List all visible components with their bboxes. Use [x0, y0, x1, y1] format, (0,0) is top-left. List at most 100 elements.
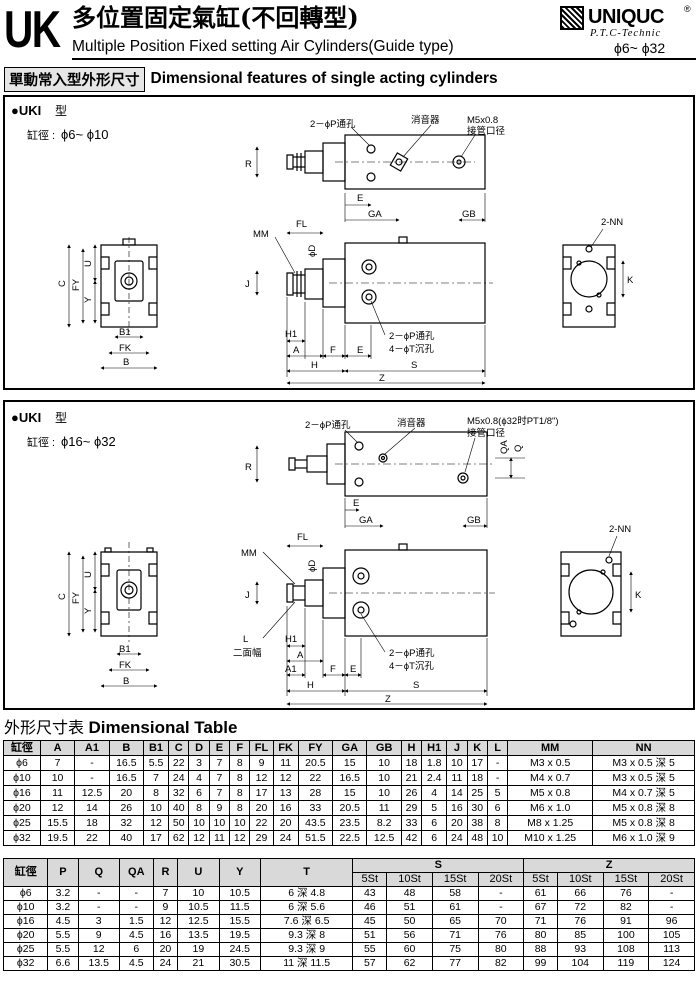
- table-cell: 11: [446, 770, 468, 786]
- table-cell: 7: [39, 755, 76, 771]
- dim-fl-label: FL: [297, 532, 308, 543]
- port-hole-label-2: 2－ϕP通孔: [389, 648, 435, 659]
- nn-label: 2-NN: [609, 524, 631, 535]
- table2-header-cell: QA: [118, 858, 154, 887]
- table2-header-cell: R: [152, 858, 179, 887]
- title-english: Multiple Position Fixed setting Air Cyli…: [72, 38, 454, 55]
- table-cell: 29: [249, 830, 274, 846]
- port-hole-label-2: 2－ϕP通孔: [389, 331, 435, 342]
- table-cell: 7: [142, 770, 170, 786]
- table-cell: 105: [648, 928, 695, 943]
- table2-header-cell: T: [259, 858, 354, 887]
- dim-z-label: Z: [379, 373, 385, 384]
- table-cell: 51.5: [297, 830, 334, 846]
- dim-fy-label: FY: [71, 278, 82, 291]
- front-view-dims: [67, 244, 158, 370]
- dim-c-label: C: [57, 593, 68, 600]
- dim-ga-label: GA: [368, 209, 382, 220]
- table-cell: 10: [229, 815, 251, 831]
- table-cell: 16: [152, 928, 179, 943]
- table-cell: 21: [177, 956, 220, 971]
- table2-subheader-cell: 10St: [556, 872, 604, 887]
- table-cell: 10: [142, 800, 170, 816]
- table2-header-cell: Z: [523, 858, 695, 873]
- table-cell: 91: [602, 914, 650, 929]
- bore-range: ϕ6~ ϕ10: [61, 127, 108, 142]
- side-view: [286, 543, 495, 637]
- table2-header-cell: S: [352, 858, 525, 873]
- table-cell: 119: [602, 956, 650, 971]
- side-view-dims: [255, 544, 488, 706]
- table-cell: 62: [168, 830, 190, 846]
- table-cell: 13.5: [77, 956, 120, 971]
- dim-a-label: A: [293, 345, 300, 356]
- dim-gb-label: GB: [462, 209, 476, 220]
- table-cell: -: [477, 886, 525, 901]
- table1-header-cell: GA: [332, 740, 368, 756]
- bore-label: 缸徑 :: [27, 435, 55, 449]
- table-cell: 10: [366, 770, 402, 786]
- table1-header-cell: GB: [366, 740, 402, 756]
- table-cell: 82: [477, 956, 525, 971]
- table1-header-cell: FL: [249, 740, 274, 756]
- registered-mark: ®: [684, 4, 691, 14]
- counterbore-label: 4－ϕT沉孔: [389, 661, 434, 672]
- top-view-dims: [255, 124, 486, 222]
- dim-e-label: E: [353, 498, 359, 509]
- table-cell: 3: [188, 755, 210, 771]
- table-cell: 43.5: [297, 815, 334, 831]
- table-cell: 29: [400, 800, 423, 816]
- dim-s-label: S: [413, 680, 419, 691]
- table-cell: ϕ10: [3, 770, 41, 786]
- table-cell: 11: [366, 800, 402, 816]
- table-cell: 12: [39, 800, 76, 816]
- table-cell: M3 x 0.5 深 5: [592, 770, 695, 786]
- header-rule: [72, 58, 696, 60]
- table-cell: M4 x 0.7: [507, 770, 594, 786]
- table-cell: 6.6: [47, 956, 79, 971]
- table1-header-cell: B1: [142, 740, 170, 756]
- table-cell: 8: [229, 800, 251, 816]
- table-cell: 9.3 深 8: [259, 928, 354, 943]
- table-cell: 50: [168, 815, 190, 831]
- table-cell: 67: [523, 900, 558, 915]
- table-cell: 5.5: [142, 755, 170, 771]
- table-cell: 96: [648, 914, 695, 929]
- table-cell: 9: [249, 755, 274, 771]
- table-cell: 8: [188, 800, 210, 816]
- table-cell: 55: [352, 942, 388, 957]
- table2-header-cell: 缸徑: [2, 858, 49, 887]
- dim-c-label: C: [57, 280, 68, 287]
- dim-j-label: J: [245, 279, 250, 290]
- table2-subheader-cell: 15St: [431, 872, 479, 887]
- table-cell: 9.3 深 9: [259, 942, 354, 957]
- table-cell: 10: [177, 886, 220, 901]
- table-cell: 13: [272, 785, 299, 801]
- table2-subheader-cell: 10St: [386, 872, 433, 887]
- table-cell: 20: [446, 815, 468, 831]
- dim-h1-label: H1: [285, 329, 297, 340]
- pipe-label: 接管口径: [467, 427, 506, 439]
- dim-ga-label: GA: [359, 515, 373, 526]
- table-cell: 77: [431, 956, 479, 971]
- table-cell: 15.5: [39, 815, 76, 831]
- table-cell: 11 深 11.5: [259, 956, 354, 971]
- muffler-label: 消音器: [411, 114, 440, 126]
- table-cell: -: [648, 900, 695, 915]
- table-cell: 88: [523, 942, 558, 957]
- table1-header-cell: H: [400, 740, 423, 756]
- table-cell: 6: [421, 830, 448, 846]
- table-cell: 80: [477, 942, 525, 957]
- table-cell: 72: [556, 900, 604, 915]
- table-cell: M8 x 1.25: [507, 815, 594, 831]
- drawing-large-bore: ●UKI 型 缸徑 : ϕ16~ ϕ32 2－ϕP通孔 消音器 M5x0.8(ϕ…: [11, 410, 642, 706]
- port-hole-label: 2－ϕP通孔: [310, 119, 356, 130]
- table-cell: 19.5: [218, 928, 261, 943]
- dim-y-label: Y: [83, 607, 94, 614]
- table-cell: 12.5: [74, 785, 110, 801]
- table-cell: 10: [188, 815, 210, 831]
